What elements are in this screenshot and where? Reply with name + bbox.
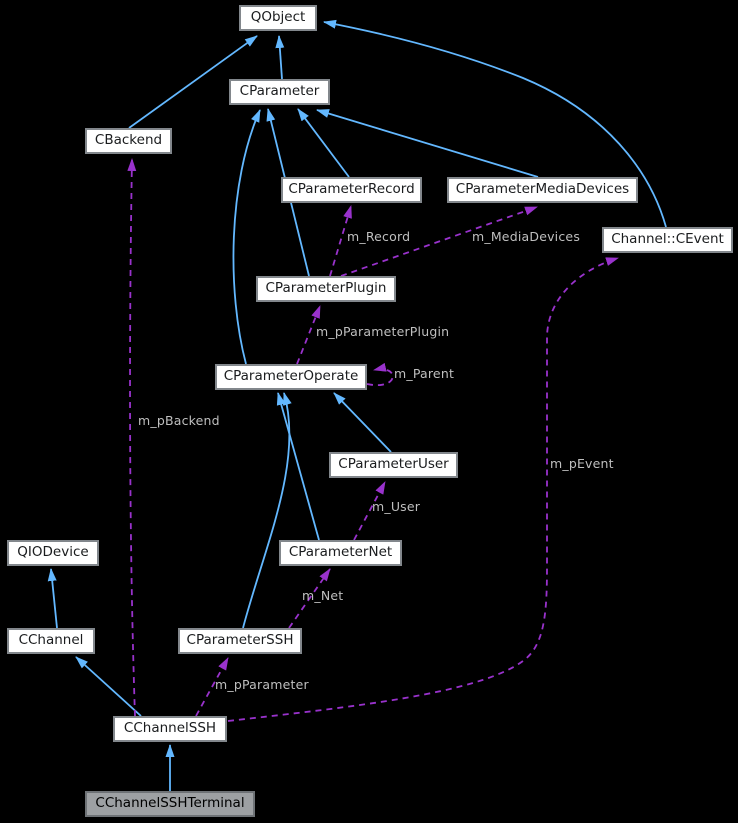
node-label-channelcevent: Channel::CEvent <box>611 231 724 248</box>
edge-cchannelssh-to-channelcevent <box>227 257 619 722</box>
node-label-cparameter: CParameter <box>239 83 320 100</box>
edge-cparameteroperate-to-cparameter <box>232 109 261 365</box>
node-label-qobject: QObject <box>250 9 306 26</box>
node-cparameterssh[interactable]: CParameterSSH <box>178 628 302 654</box>
node-cchannelsshterminal[interactable]: CChannelSSHTerminal <box>85 791 255 817</box>
node-cchannelssh[interactable]: CChannelSSH <box>113 716 227 742</box>
node-cparameternet[interactable]: CParameterNet <box>279 540 402 566</box>
edge-label-m_MediaDevices: m_MediaDevices <box>472 229 581 244</box>
node-cparameter[interactable]: CParameter <box>229 79 330 105</box>
node-label-cparameterplugin: CParameterPlugin <box>265 280 387 297</box>
node-label-cchannelssh: CChannelSSH <box>123 720 217 737</box>
edge-cparameteroperate-to-cparameteroperate <box>366 362 394 387</box>
node-cparameteruser[interactable]: CParameterUser <box>329 452 458 478</box>
node-label-cparameteruser: CParameterUser <box>338 456 449 473</box>
node-label-cchannelsshterminal: CChannelSSHTerminal <box>95 795 245 812</box>
node-cchannel[interactable]: CChannel <box>7 628 95 654</box>
edge-label-m_pBackend: m_pBackend <box>138 413 220 428</box>
edge-label-m_Net: m_Net <box>302 588 344 603</box>
node-channelcevent[interactable]: Channel::CEvent <box>602 227 733 253</box>
node-label-qiodevice: QIODevice <box>17 544 89 561</box>
edge-cparameter-to-qobject <box>275 35 285 80</box>
node-label-cparameternet: CParameterNet <box>288 544 393 561</box>
edge-label-m_User: m_User <box>372 499 421 514</box>
edge-cparametermediadevices-to-cparameter <box>316 109 539 178</box>
edge-label-m_pParameterPlugin: m_pParameterPlugin <box>316 324 450 339</box>
edge-cparameterrecord-to-cparameter <box>297 108 350 178</box>
node-label-cbackend: CBackend <box>94 132 163 149</box>
edge-cchannelssh-to-cchannel <box>75 656 142 717</box>
node-label-cparameterrecord: CParameterRecord <box>288 181 415 198</box>
node-label-cparameteroperate: CParameterOperate <box>223 368 359 385</box>
node-label-cparametermediadevices: CParameterMediaDevices <box>455 181 630 198</box>
edge-cbackend-to-qobject <box>128 35 258 129</box>
edge-label-m_Record: m_Record <box>347 229 411 244</box>
node-cparameterplugin[interactable]: CParameterPlugin <box>256 276 396 302</box>
edge-cchannel-to-qiodevice <box>47 568 58 629</box>
edge-label-m_pEvent: m_pEvent <box>550 456 614 471</box>
edge-cparameteruser-to-cparameteroperate <box>333 392 392 453</box>
edge-cchannelssh-to-cbackend <box>127 158 137 717</box>
edge-label-m_pParameter: m_pParameter <box>215 677 309 692</box>
node-qobject[interactable]: QObject <box>239 5 317 31</box>
edge-cparameterssh-to-cparameteroperate <box>242 392 292 629</box>
node-label-cchannel: CChannel <box>18 632 84 649</box>
node-cparametermediadevices[interactable]: CParameterMediaDevices <box>447 177 638 203</box>
edge-cparameterplugin-to-cparameterrecord <box>329 205 352 277</box>
node-qiodevice[interactable]: QIODevice <box>7 540 99 566</box>
edge-cparameterssh-to-cparameternet <box>288 568 331 629</box>
node-cparameteroperate[interactable]: CParameterOperate <box>215 364 367 390</box>
node-cbackend[interactable]: CBackend <box>85 128 172 154</box>
edge-channelcevent-to-qobject <box>323 19 667 228</box>
edge-cchannelssh-to-cparameterssh <box>195 657 229 717</box>
node-cparameterrecord[interactable]: CParameterRecord <box>281 177 422 203</box>
edge-cparameternet-to-cparameteroperate <box>276 392 320 541</box>
node-label-cparameterssh: CParameterSSH <box>186 632 294 649</box>
edge-label-m_Parent: m_Parent <box>394 366 455 381</box>
edge-cparameterplugin-to-cparametermediadevices <box>340 206 538 277</box>
